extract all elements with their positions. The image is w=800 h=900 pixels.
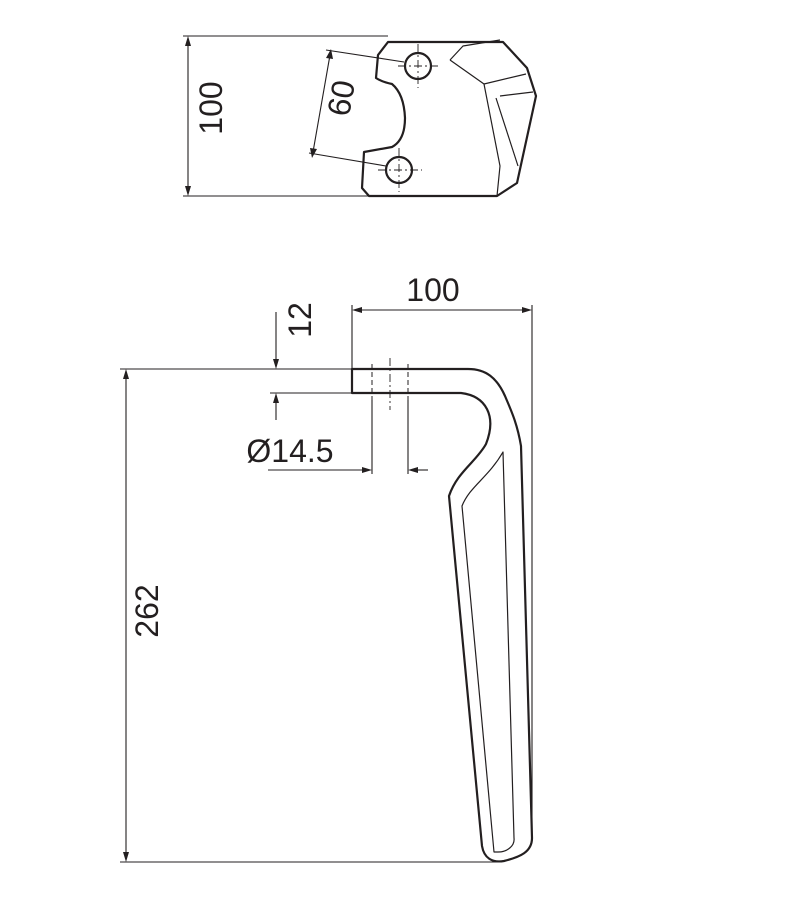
- top-height-extension-lines: [183, 35, 388, 197]
- blade-inner-edge: [461, 451, 515, 853]
- height-arrow-up: [123, 369, 129, 379]
- width-arrow-right: [522, 307, 532, 313]
- height-extension-lines: [120, 368, 500, 863]
- width-label: 100: [406, 272, 459, 308]
- thickness-arrow-down: [273, 359, 279, 369]
- hole-diameter-label: Ø14.5: [246, 433, 333, 469]
- width-arrow-left: [352, 307, 362, 313]
- hole-spacing-label: 60: [320, 77, 362, 118]
- height-arrow-down: [123, 852, 129, 862]
- top-height-label: 100: [193, 81, 229, 134]
- hole-diameter-arrow-left: [362, 467, 372, 473]
- thickness-label: 12: [282, 302, 318, 338]
- hole-diameter-extension-lines: [371, 400, 409, 474]
- thickness-arrow-up: [273, 393, 279, 403]
- top-view-bevel-outer: [449, 39, 501, 61]
- thickness-extension-lines: [270, 368, 352, 394]
- upper-hole-centerline: [398, 44, 440, 88]
- hole-spacing-dimension-line: [312, 54, 331, 153]
- width-extension-lines: [351, 305, 533, 838]
- top-view-outline: [360, 40, 538, 198]
- hole-spacing-arrow-bottom: [310, 148, 317, 158]
- top-height-arrow-up: [185, 36, 191, 46]
- top-view-bevel-inner: [483, 73, 534, 97]
- height-label: 262: [129, 584, 165, 637]
- top-view: 100 60: [183, 35, 538, 198]
- top-height-arrow-down: [185, 186, 191, 196]
- hole-spacing-arrow-top: [326, 49, 333, 59]
- hole-spacing-extension-lines: [308, 49, 405, 167]
- side-view: 100 12 Ø14.5 262: [120, 272, 534, 863]
- top-view-face-line: [495, 97, 519, 167]
- lower-hole-centerline: [378, 148, 422, 192]
- blade-profile-outline: [350, 367, 534, 863]
- top-view-bevel-edge: [449, 59, 501, 197]
- hole-diameter-arrow-right: [408, 467, 418, 473]
